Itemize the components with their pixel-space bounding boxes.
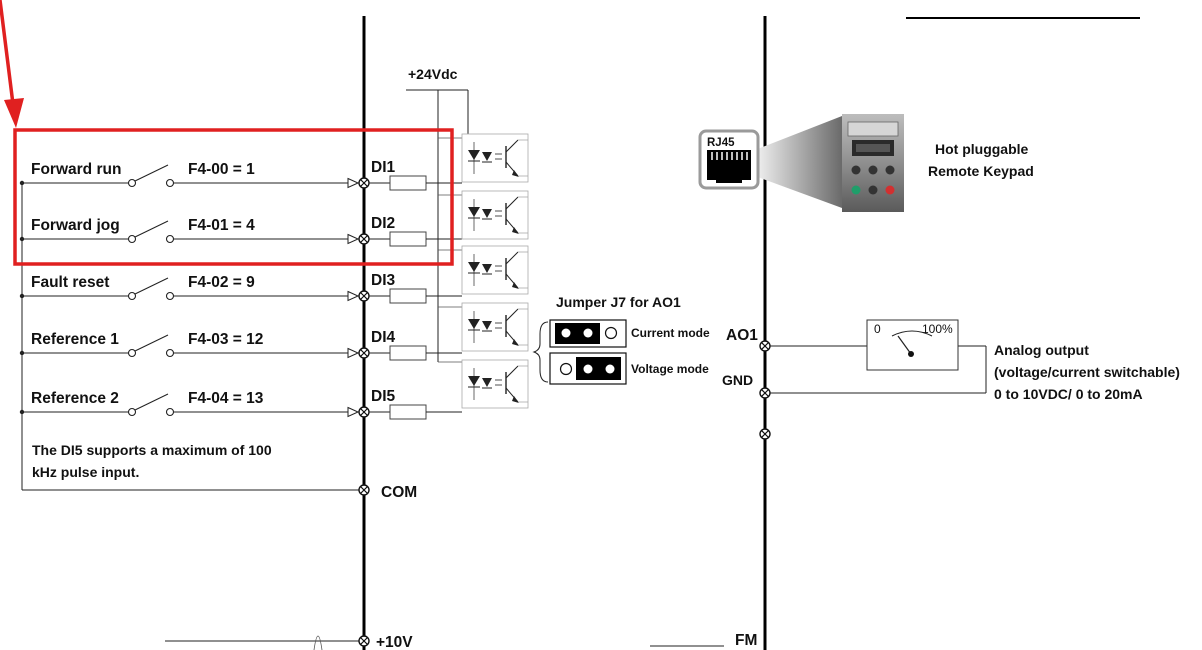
input-function-label: Forward jog bbox=[31, 217, 120, 234]
junction-dot bbox=[19, 350, 25, 356]
meter-full: 100% bbox=[922, 322, 953, 336]
analog-output-title: Analog output bbox=[994, 342, 1089, 358]
potentiometer-arc bbox=[313, 635, 323, 650]
input-terminal bbox=[358, 177, 370, 189]
input-arrow bbox=[347, 233, 360, 245]
plus10v-terminal bbox=[358, 635, 370, 647]
optocoupler bbox=[461, 359, 529, 409]
input-function-label: Reference 2 bbox=[31, 390, 119, 407]
analog-output-mode: (voltage/current switchable) bbox=[994, 364, 1180, 380]
input-terminal bbox=[358, 347, 370, 359]
input-resistor bbox=[389, 288, 427, 304]
switch-blade bbox=[134, 164, 169, 182]
jumper-voltage-mode bbox=[549, 352, 627, 385]
switch-contact bbox=[127, 234, 137, 244]
gnd-label: GND bbox=[722, 372, 753, 388]
jumper-current-mode bbox=[549, 319, 627, 348]
spare-terminal bbox=[759, 428, 771, 440]
voltage-mode-label: Voltage mode bbox=[631, 362, 709, 376]
switch-contact bbox=[127, 407, 137, 417]
input-terminal-label: DI3 bbox=[371, 272, 396, 289]
highlight-arrow bbox=[0, 0, 24, 128]
input-arrow bbox=[347, 347, 360, 359]
digital-input-row: Fault reset F4-02 = 9 DI3 bbox=[19, 272, 462, 304]
pulse-note-line1: The DI5 supports a maximum of 100 bbox=[32, 442, 272, 458]
rj45-label: RJ45 bbox=[707, 137, 735, 149]
input-terminal-label: DI1 bbox=[371, 159, 396, 176]
analog-output-range: 0 to 10VDC/ 0 to 20mA bbox=[994, 386, 1143, 402]
digital-input-row: Reference 2 F4-04 = 13 DI5 bbox=[19, 388, 462, 420]
optocoupler bbox=[461, 302, 529, 352]
input-arrow bbox=[347, 406, 360, 418]
plus10v-label: +10V bbox=[376, 634, 413, 650]
input-arrow bbox=[347, 290, 360, 302]
input-parameter-label: F4-00 = 1 bbox=[188, 161, 255, 178]
input-function-label: Forward run bbox=[31, 161, 121, 178]
switch-contact bbox=[165, 291, 175, 301]
optocoupler-blocks bbox=[461, 133, 529, 409]
input-resistor bbox=[389, 404, 427, 420]
digital-input-row: Forward jog F4-01 = 4 DI2 bbox=[19, 215, 462, 247]
rj45-port bbox=[698, 129, 760, 190]
input-terminal-label: DI4 bbox=[371, 329, 396, 346]
gnd-terminal bbox=[759, 387, 771, 399]
input-parameter-label: F4-03 = 12 bbox=[188, 331, 263, 348]
junction-dot bbox=[19, 409, 25, 415]
input-terminal-label: DI2 bbox=[371, 215, 395, 232]
meter-zero: 0 bbox=[874, 322, 881, 336]
keypad-title: Hot pluggable bbox=[935, 141, 1029, 157]
remote-keypad-image bbox=[842, 114, 904, 212]
com-label: COM bbox=[381, 484, 417, 501]
switch-contact bbox=[165, 234, 175, 244]
fm-label: FM bbox=[735, 632, 757, 649]
input-parameter-label: F4-02 = 9 bbox=[188, 274, 255, 291]
ao1-terminal bbox=[759, 340, 771, 352]
highlight-box bbox=[13, 128, 454, 266]
digital-input-row: Reference 1 F4-03 = 12 DI4 bbox=[19, 329, 462, 361]
junction-dot bbox=[19, 180, 25, 186]
optocoupler bbox=[461, 190, 529, 240]
com-terminal bbox=[358, 484, 370, 496]
input-function-label: Reference 1 bbox=[31, 331, 119, 348]
switch-contact bbox=[127, 178, 137, 188]
input-resistor bbox=[389, 345, 427, 361]
keypad-subtitle: Remote Keypad bbox=[928, 163, 1034, 179]
jumper-title: Jumper J7 for AO1 bbox=[556, 294, 681, 310]
switch-blade bbox=[134, 220, 169, 238]
input-terminal bbox=[358, 406, 370, 418]
switch-contact bbox=[127, 348, 137, 358]
digital-input-row: Forward run F4-00 = 1 DI1 bbox=[19, 159, 462, 191]
switch-contact bbox=[165, 178, 175, 188]
current-mode-label: Current mode bbox=[631, 326, 710, 340]
input-resistor bbox=[389, 231, 427, 247]
junction-dot bbox=[19, 293, 25, 299]
input-parameter-label: F4-04 = 13 bbox=[188, 390, 264, 407]
supply-rail bbox=[406, 89, 469, 363]
jumper-bracket bbox=[532, 321, 549, 383]
input-arrow bbox=[347, 177, 360, 189]
switch-contact bbox=[165, 348, 175, 358]
supply-label: +24Vdc bbox=[408, 66, 458, 82]
input-terminal bbox=[358, 233, 370, 245]
pulse-note-line2: kHz pulse input. bbox=[32, 464, 139, 480]
input-resistor bbox=[389, 175, 427, 191]
optocoupler bbox=[461, 133, 529, 183]
input-function-label: Fault reset bbox=[31, 274, 109, 291]
analog-meter bbox=[866, 319, 959, 371]
junction-dot bbox=[19, 236, 25, 242]
optocoupler bbox=[461, 245, 529, 295]
keypad-projection bbox=[755, 116, 842, 208]
switch-blade bbox=[134, 334, 169, 352]
switch-blade bbox=[134, 277, 169, 295]
input-terminal-label: DI5 bbox=[371, 388, 396, 405]
switch-contact bbox=[165, 407, 175, 417]
ao1-label: AO1 bbox=[726, 327, 758, 344]
input-parameter-label: F4-01 = 4 bbox=[188, 217, 255, 234]
switch-contact bbox=[127, 291, 137, 301]
switch-blade bbox=[134, 393, 169, 411]
input-terminal bbox=[358, 290, 370, 302]
